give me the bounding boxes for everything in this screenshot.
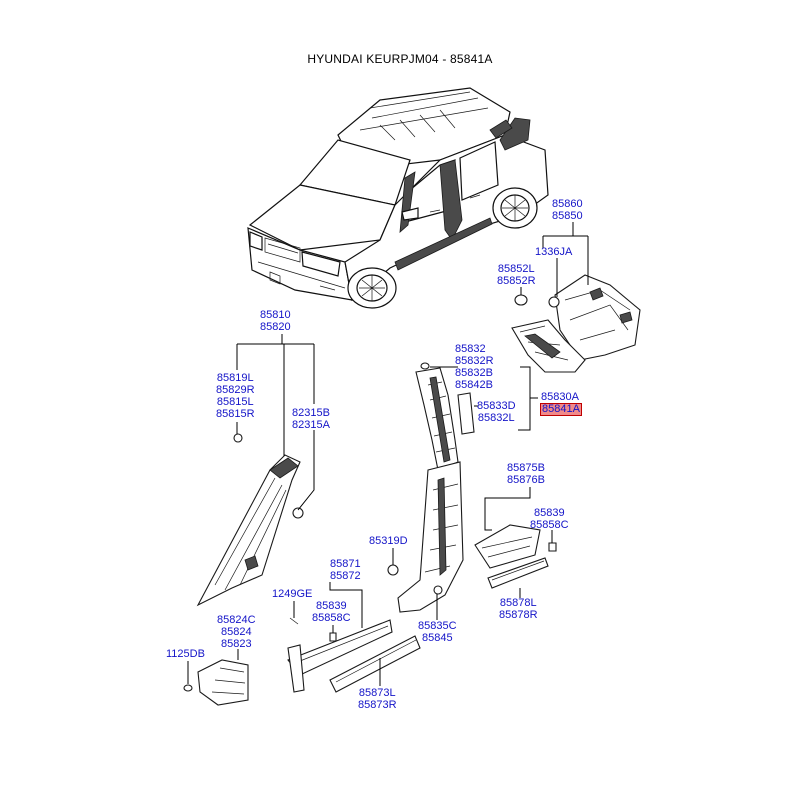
callout-text: 85871 bbox=[330, 558, 361, 570]
callout-text: 85858C bbox=[312, 612, 351, 624]
callout-text: 85830A bbox=[541, 391, 579, 403]
callout-text: 85824C bbox=[217, 614, 256, 626]
bolt-part bbox=[183, 684, 193, 692]
rear-sill-trim-part bbox=[474, 524, 541, 569]
callout-text: 85842B bbox=[455, 379, 493, 391]
rear-scuff-plate-part bbox=[487, 557, 549, 589]
callout-text: 85858C bbox=[530, 519, 569, 531]
callout-text: 85815R bbox=[216, 408, 255, 420]
callout-text: 85824 bbox=[220, 626, 252, 638]
callout-text-highlighted: 85841A bbox=[540, 403, 582, 416]
diagram-title: HYUNDAI KEURPJM04 - 85841A bbox=[307, 52, 493, 66]
callout-85819l[interactable]: 85819L 85829R 85815L 85815R bbox=[216, 373, 255, 421]
callout-text: 85833D bbox=[477, 400, 516, 412]
b-pillar-upper-trim-part bbox=[415, 367, 459, 471]
callout-1249ge[interactable]: 1249GE bbox=[272, 589, 312, 601]
callout-85830a[interactable]: 85830A bbox=[541, 392, 579, 404]
screw-part bbox=[420, 362, 430, 370]
kick-panel-part bbox=[197, 659, 249, 706]
callout-85871[interactable]: 85871 85872 bbox=[330, 559, 361, 583]
callout-85841a-highlighted[interactable]: 85841A bbox=[540, 403, 582, 417]
callout-text: 85878R bbox=[499, 609, 538, 621]
callout-text: 85860 bbox=[552, 198, 583, 210]
rear-pillar-trim-part bbox=[511, 319, 586, 373]
clip-part bbox=[514, 294, 528, 306]
callout-text: 85852R bbox=[497, 275, 536, 287]
vehicle-illustration bbox=[247, 87, 549, 309]
callout-text: 85810 bbox=[260, 309, 291, 321]
callout-text: 85839 bbox=[533, 507, 565, 519]
callout-text: 85845 bbox=[421, 632, 453, 644]
callout-85839-left[interactable]: 85839 85858C bbox=[312, 601, 351, 625]
grommet-part bbox=[548, 296, 560, 308]
callout-text: 85823 bbox=[220, 638, 252, 650]
callout-85878l[interactable]: 85878L 85878R bbox=[499, 598, 538, 622]
leader-lines bbox=[187, 222, 589, 686]
clip-part-4 bbox=[329, 632, 337, 642]
callout-text: 1249GE bbox=[272, 588, 313, 600]
callout-text: 85878L bbox=[499, 597, 537, 609]
callout-text: 85819L bbox=[216, 372, 254, 384]
callout-text: 85852L bbox=[497, 263, 535, 275]
callout-text: 85873L bbox=[358, 687, 396, 699]
callout-text: 85876B bbox=[507, 474, 545, 486]
callout-85873l[interactable]: 85873L 85873R bbox=[358, 688, 397, 712]
callout-text: 85835C bbox=[418, 620, 457, 632]
callout-85835c[interactable]: 85835C 85845 bbox=[418, 621, 457, 645]
callout-text: 1125DB bbox=[166, 648, 205, 660]
callout-85860[interactable]: 85860 85850 bbox=[552, 199, 583, 223]
callout-text: 82315B bbox=[292, 407, 330, 419]
callout-text: 85815L bbox=[216, 396, 254, 408]
callout-85852[interactable]: 85852L 85852R bbox=[497, 264, 536, 288]
callout-85832[interactable]: 85832 85832R 85832B 85842B bbox=[455, 344, 494, 392]
callout-text: 85850 bbox=[552, 210, 583, 222]
callout-text: 85832L bbox=[477, 412, 515, 424]
callout-text: 85832B bbox=[455, 367, 493, 379]
callout-text: 1336JA bbox=[535, 246, 573, 258]
clip-part-3 bbox=[292, 507, 304, 519]
clip-part-5 bbox=[548, 542, 557, 552]
callout-text: 85832R bbox=[455, 355, 494, 367]
screw-part-2 bbox=[289, 617, 299, 625]
callout-85810[interactable]: 85810 85820 bbox=[260, 310, 291, 334]
fastener-part bbox=[387, 564, 399, 576]
front-sill-trim-part bbox=[287, 619, 393, 693]
callout-85824c[interactable]: 85824C 85824 85823 bbox=[217, 615, 256, 651]
callout-text: 82315A bbox=[292, 419, 330, 431]
callout-85839-right[interactable]: 85839 85858C bbox=[530, 508, 569, 532]
callout-85833d[interactable]: 85833D 85832L bbox=[477, 401, 516, 425]
pillar-pad-part bbox=[457, 392, 475, 435]
callout-1125db[interactable]: 1125DB bbox=[166, 649, 205, 661]
b-pillar-lower-trim-part bbox=[397, 461, 464, 613]
callout-text: 85839 bbox=[315, 600, 347, 612]
callout-text: 85873R bbox=[358, 699, 397, 711]
callout-text: 85319D bbox=[369, 535, 408, 547]
front-pillar-trim-part bbox=[196, 454, 301, 607]
callout-text: 85872 bbox=[330, 570, 361, 582]
callout-text: 85820 bbox=[260, 321, 291, 333]
callout-85319d[interactable]: 85319D bbox=[369, 536, 408, 548]
callout-text: 85832 bbox=[455, 343, 486, 355]
clip-part-2 bbox=[233, 433, 243, 443]
callout-1336ja[interactable]: 1336JA bbox=[535, 247, 572, 259]
callout-82315b[interactable]: 82315B 82315A bbox=[292, 408, 330, 432]
callout-text: 85875B bbox=[507, 462, 545, 474]
front-scuff-plate-part bbox=[329, 635, 421, 693]
rear-quarter-trim-part bbox=[554, 274, 641, 361]
callout-text: 85829R bbox=[216, 384, 255, 396]
callout-85875b[interactable]: 85875B 85876B bbox=[507, 463, 545, 487]
